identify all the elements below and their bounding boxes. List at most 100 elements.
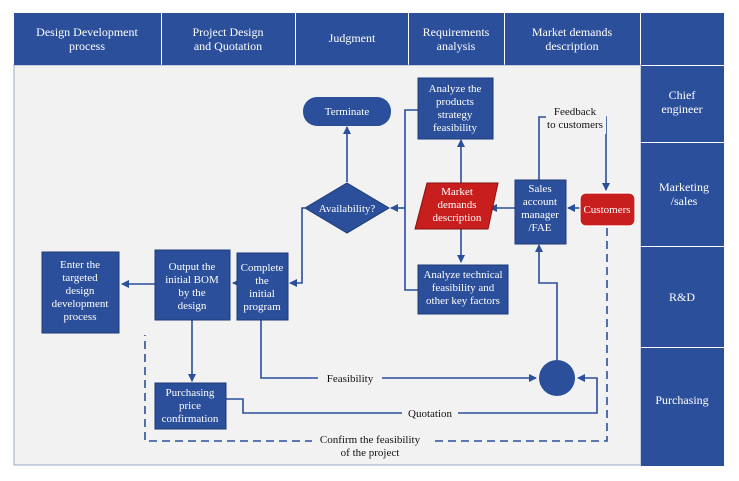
- text-line: Customers: [583, 204, 630, 216]
- text-line: Complete: [241, 262, 284, 274]
- lane-purchasing: Purchasing: [655, 393, 708, 407]
- merge-circle[interactable]: [539, 360, 575, 396]
- feasibility-label: Feasibility: [327, 373, 374, 385]
- header-cell: [14, 13, 161, 65]
- text-line: targeted: [62, 272, 98, 284]
- header-cell: [296, 13, 408, 65]
- header-cell: [505, 13, 640, 65]
- text-line: Market demands: [532, 25, 613, 39]
- confirm-label-bg: [312, 432, 432, 460]
- lane-rd: R&D: [669, 290, 695, 304]
- text-line: to customers: [547, 119, 603, 131]
- edge-availability-complete: [289, 207, 305, 287]
- text-line: design: [66, 285, 95, 297]
- lane-cell: [641, 66, 724, 142]
- text-line: analysis: [437, 39, 476, 53]
- text-line: manager: [521, 209, 559, 221]
- terminate-label: Terminate: [325, 106, 370, 118]
- header-cell: [162, 13, 295, 65]
- text-line: Terminate: [325, 106, 370, 118]
- text-line: engineer: [661, 102, 702, 116]
- text-line: design: [178, 300, 207, 312]
- text-line: Availability?: [319, 203, 376, 215]
- enter-targeted-box[interactable]: [41, 251, 120, 334]
- text-line: /sales: [671, 194, 698, 208]
- text-line: Requirements: [423, 25, 490, 39]
- text-line: process: [69, 39, 105, 53]
- text-line: of the project: [341, 447, 400, 459]
- text-line: initial: [249, 288, 275, 300]
- text-line: Quotation: [408, 408, 452, 420]
- header-corner: [641, 13, 724, 65]
- text-line: Marketing: [659, 180, 709, 194]
- text-line: description: [433, 212, 482, 224]
- text-line: the: [255, 275, 269, 287]
- customers-label: Customers: [583, 204, 630, 216]
- text-line: Market: [441, 186, 473, 198]
- analyze-strategy-box[interactable]: [417, 77, 494, 140]
- lane-cell: [641, 348, 724, 466]
- header-cell: [409, 13, 504, 65]
- text-line: Purchasing: [166, 387, 215, 399]
- text-line: Feasibility: [327, 373, 374, 385]
- text-line: Output the: [169, 261, 216, 273]
- availability-label: Availability?: [319, 203, 376, 215]
- text-line: Project Design: [193, 25, 264, 39]
- text-line: Judgment: [329, 31, 376, 45]
- text-line: price: [179, 400, 201, 412]
- text-line: Purchasing: [655, 393, 708, 407]
- text-line: products: [436, 96, 474, 108]
- text-line: feasibility and: [432, 282, 495, 294]
- text-line: and Quotation: [194, 39, 262, 53]
- text-line: account: [523, 196, 557, 208]
- lane-cell: [641, 143, 724, 246]
- customers-box[interactable]: [579, 192, 636, 227]
- lane-cell: [641, 247, 724, 347]
- edge-circle-sales: [535, 244, 558, 360]
- text-line: Enter the: [60, 259, 100, 271]
- text-line: Analyze technical: [423, 269, 502, 281]
- text-line: demands: [437, 199, 476, 211]
- text-line: Analyze the: [429, 83, 482, 95]
- output-bom-box[interactable]: [154, 249, 231, 321]
- text-line: by the: [178, 287, 205, 299]
- sales-manager-box[interactable]: [514, 179, 567, 245]
- terminate-node[interactable]: [303, 97, 391, 126]
- text-line: program: [243, 301, 281, 313]
- feedback-label-bg: [546, 104, 606, 134]
- text-line: confirmation: [162, 413, 219, 425]
- text-line: process: [64, 311, 97, 323]
- header-judgment: Judgment: [329, 31, 376, 45]
- quotation-label-bg: [402, 405, 458, 420]
- market-demands-box[interactable]: [414, 182, 499, 230]
- text-line: Feedback: [554, 106, 597, 118]
- feasibility-label-bg: [318, 370, 382, 385]
- analyze-technical-box[interactable]: [417, 264, 509, 315]
- text-line: feasibility: [433, 122, 477, 134]
- text-line: Chief: [669, 88, 696, 102]
- edge-feasibility: [260, 320, 537, 382]
- complete-program-box[interactable]: [236, 252, 289, 321]
- purchasing-price-box[interactable]: [154, 382, 227, 430]
- text-line: Design Development: [36, 25, 138, 39]
- availability-decision[interactable]: [304, 182, 390, 234]
- text-line: development: [52, 298, 109, 310]
